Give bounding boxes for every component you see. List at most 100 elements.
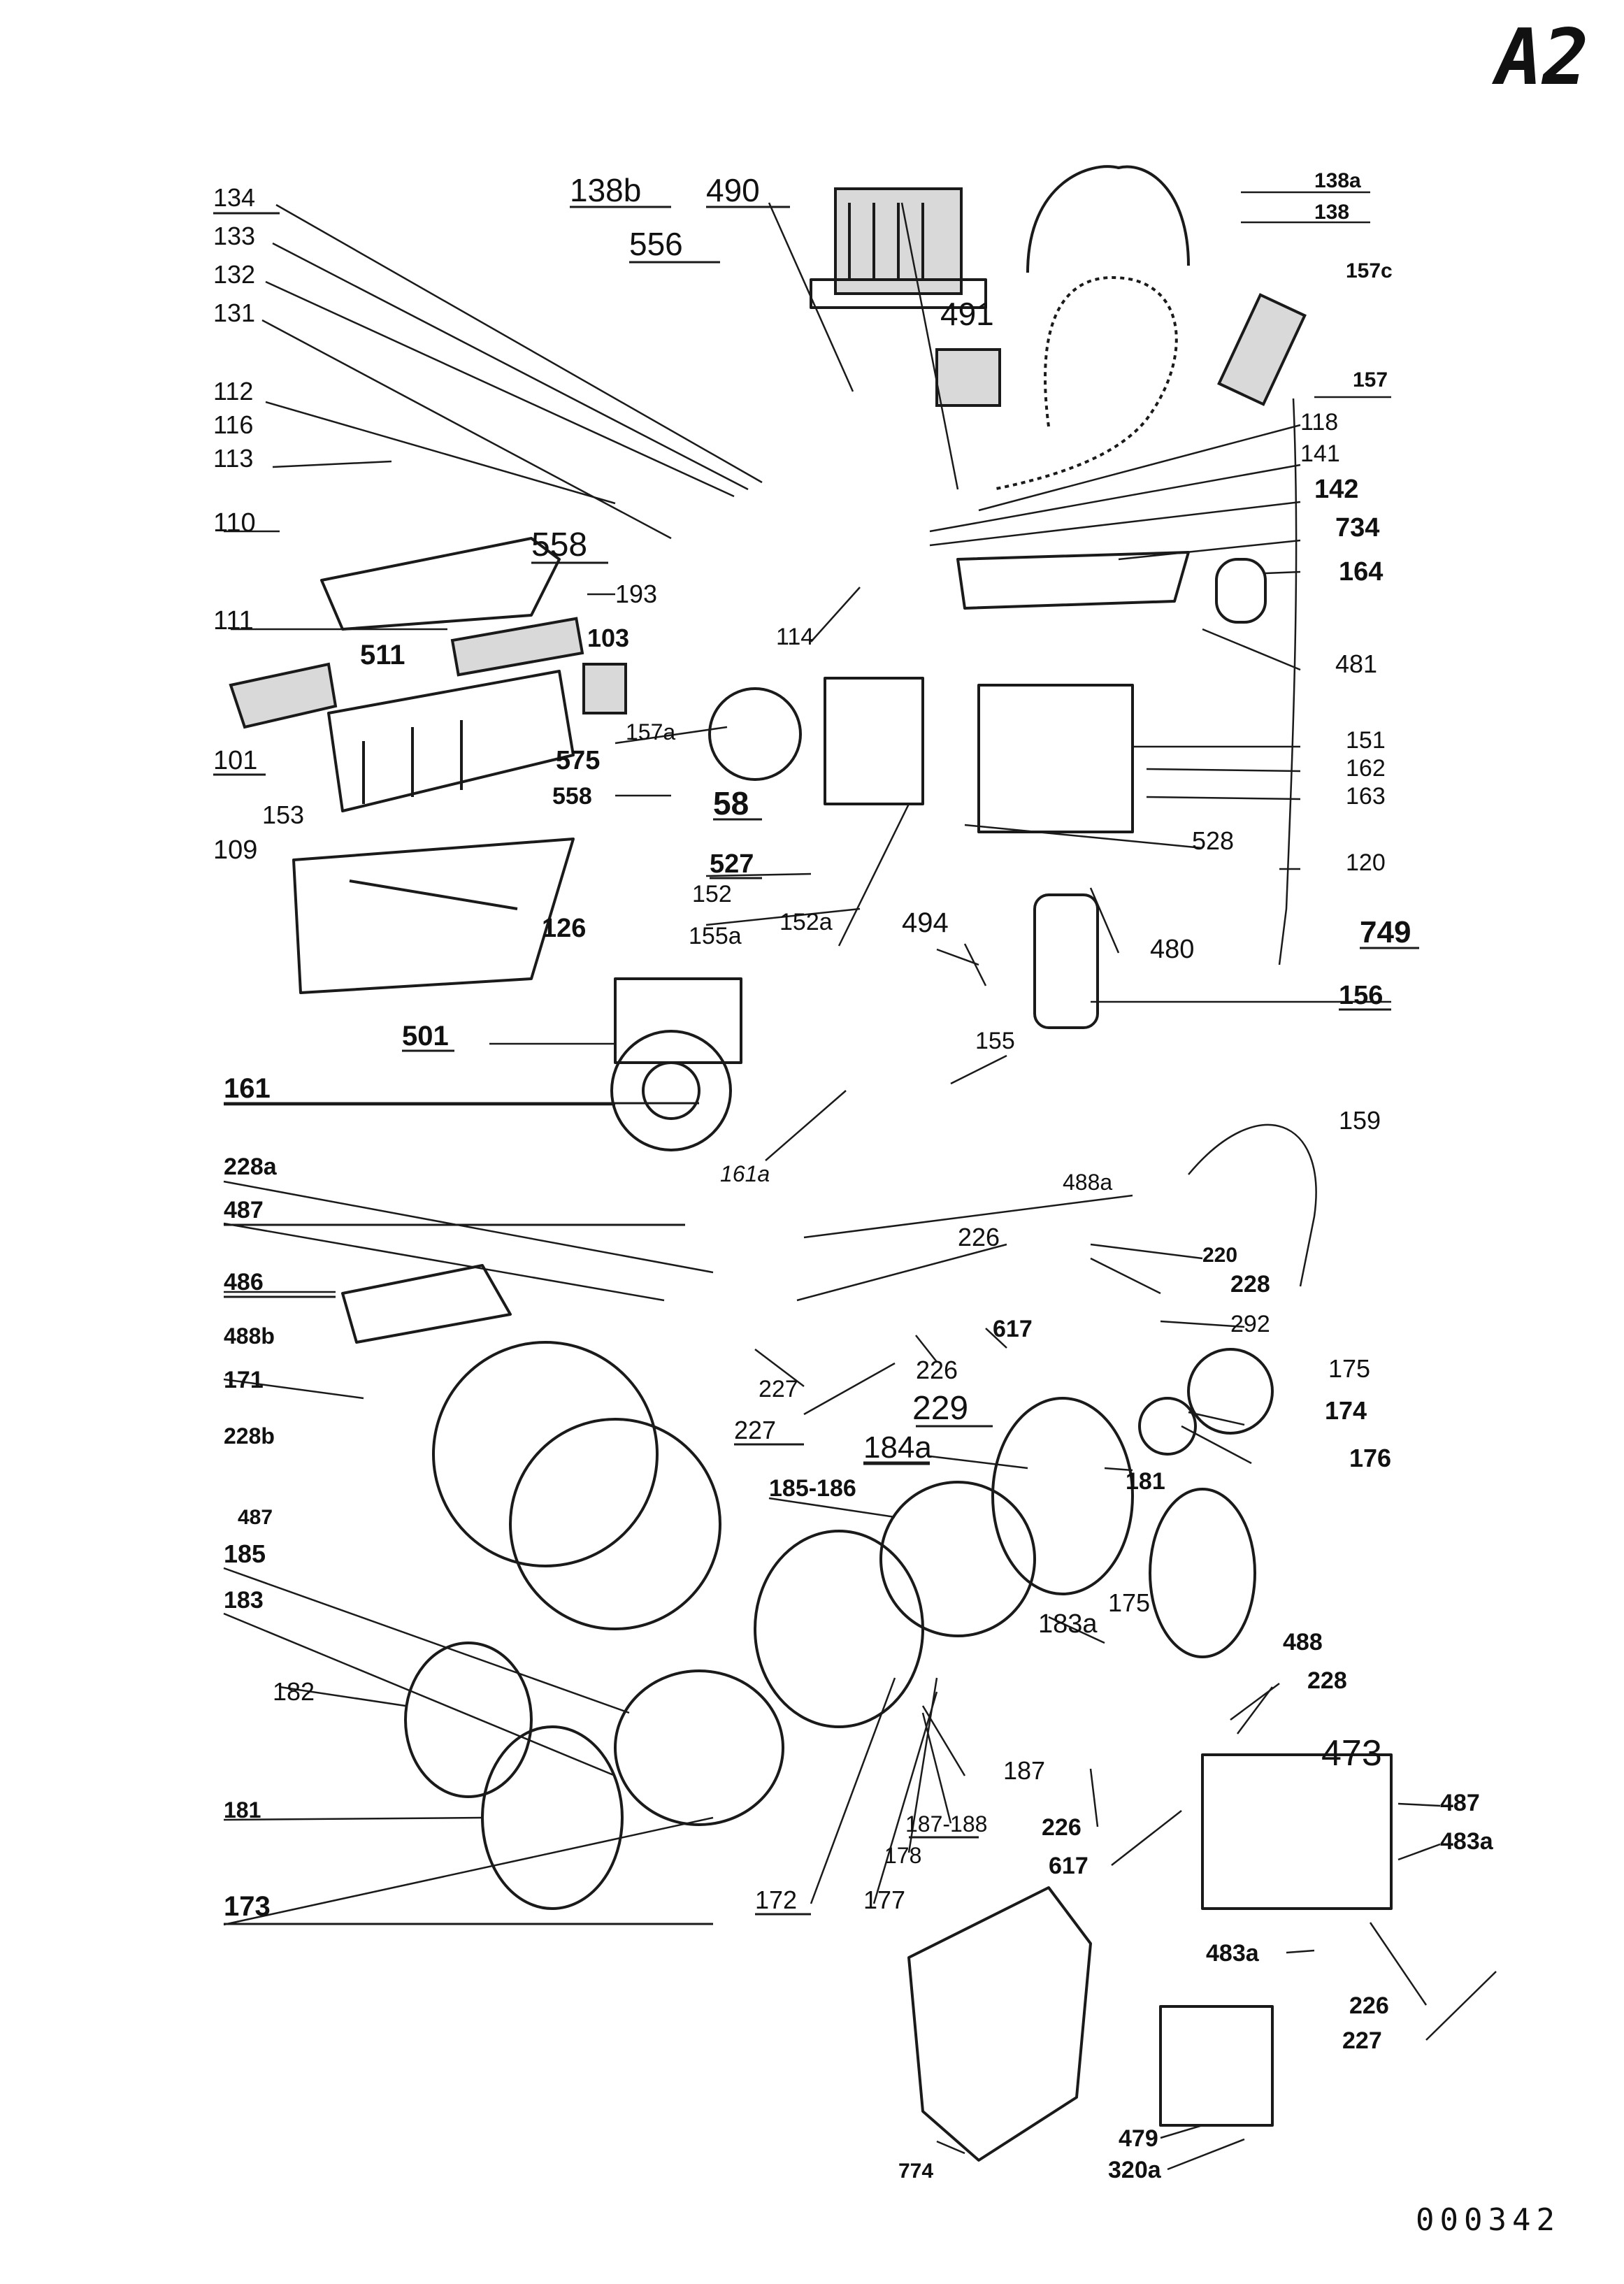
part-label: 132 — [213, 260, 255, 289]
part-label: 488a — [1063, 1170, 1112, 1195]
part-label: 120 — [1346, 849, 1386, 876]
part-label: 480 — [1150, 935, 1194, 964]
shield-171-drawing — [432, 1341, 659, 1567]
part-label: 481 — [1335, 649, 1377, 678]
part-label: 118 — [1300, 409, 1338, 436]
thermostat-157a-drawing — [708, 687, 802, 781]
part-label: 488 — [1283, 1629, 1323, 1655]
cover-774-drawing — [907, 1886, 1092, 2162]
part-label: 483a — [1206, 1940, 1260, 1967]
part-label: 109 — [213, 835, 257, 865]
part-label: 749 — [1360, 915, 1411, 949]
part-label: 185 — [224, 1539, 266, 1568]
part-label: 153 — [262, 800, 304, 829]
part-label: 185-186 — [769, 1475, 856, 1502]
part-label: 162 — [1346, 755, 1386, 782]
part-label: 575 — [556, 746, 600, 775]
part-drawings — [229, 165, 1393, 2162]
part-label: 155a — [689, 923, 742, 949]
part-labels: 134 133 132 131 138b 490 556 491 138a 13… — [213, 169, 1494, 2183]
part-label: 134 — [213, 183, 255, 212]
part-label: 111 — [213, 606, 254, 635]
part-label: 141 — [1300, 440, 1340, 467]
part-label: 488b — [224, 1323, 275, 1349]
part-label: 177 — [863, 1886, 905, 1914]
part-label: 171 — [224, 1367, 264, 1393]
cover-110-drawing — [320, 537, 561, 631]
part-label: 152a — [779, 909, 833, 935]
part-label: 226 — [916, 1356, 958, 1384]
part-label: 181 — [224, 1797, 261, 1823]
part-label: 228 — [1230, 1271, 1270, 1298]
part-label: 226 — [1349, 1992, 1389, 2019]
bracket-138a-drawing — [1026, 165, 1190, 273]
part-label: 528 — [1192, 826, 1234, 855]
leader-lines — [223, 191, 1497, 2171]
part-label: 161a — [720, 1161, 770, 1186]
drawer-101-drawing — [327, 670, 575, 812]
stator-172-drawing — [754, 1530, 924, 1728]
part-label: 176 — [1349, 1444, 1391, 1472]
part-label: 173 — [224, 1891, 271, 1922]
part-label: 112 — [213, 377, 253, 405]
rotor-drawing — [614, 1669, 784, 1826]
part-label: 175 — [1328, 1354, 1370, 1383]
part-label: 487 — [1440, 1790, 1480, 1816]
part-label: 556 — [629, 226, 683, 262]
motor-473-drawing — [1201, 1753, 1393, 1910]
relay-drawing — [935, 348, 1001, 407]
shield-182-drawing — [404, 1642, 533, 1798]
pulley-175-drawing — [1187, 1348, 1274, 1435]
part-label: 558 — [552, 783, 592, 810]
part-label: 113 — [213, 444, 253, 473]
part-label: 193 — [615, 580, 657, 608]
part-label: 558 — [531, 526, 587, 563]
part-label: 487 — [224, 1197, 264, 1223]
part-label: 227 — [1342, 2027, 1382, 2054]
part-label: 157 — [1353, 368, 1388, 392]
part-label: 774 — [898, 2160, 933, 2183]
part-label: 220 — [1202, 1244, 1237, 1267]
part-label: 164 — [1339, 557, 1383, 587]
part-label: 184a — [863, 1430, 932, 1465]
part-label: 178 — [884, 1843, 921, 1868]
stator-drawing — [509, 1418, 721, 1630]
part-label: 138a — [1314, 169, 1361, 192]
capacitor-164-drawing — [1215, 558, 1267, 624]
part-label: 228 — [1307, 1667, 1347, 1694]
part-label: 142 — [1314, 475, 1358, 504]
part-label: 734 — [1335, 513, 1379, 543]
pump-161-drawing — [610, 977, 742, 1151]
cable-159-drawing — [1188, 1123, 1317, 1287]
part-label: 157a — [626, 719, 675, 745]
part-label: 58 — [713, 785, 749, 821]
part-label: 473 — [1321, 1733, 1382, 1774]
timer-151-drawing — [977, 684, 1134, 833]
switch-152-drawing — [824, 677, 924, 805]
part-label: 175 — [1108, 1588, 1150, 1617]
part-label: 494 — [902, 907, 949, 938]
part-label: 152 — [692, 881, 732, 907]
part-label: 181 — [1126, 1468, 1165, 1495]
part-label: 527 — [710, 849, 754, 879]
part-label: 138b — [570, 172, 641, 208]
filter-575-drawing — [582, 663, 627, 714]
part-label: 161 — [224, 1073, 271, 1104]
capacitor-480-drawing — [1033, 893, 1099, 1029]
label-underlines — [213, 206, 1419, 1925]
bracket-486-drawing — [341, 1264, 512, 1344]
connector-157c-drawing — [1217, 293, 1307, 406]
part-label: 226 — [1042, 1814, 1082, 1841]
part-label: 227 — [759, 1376, 798, 1402]
part-label: 155 — [975, 1028, 1015, 1054]
part-label: 226 — [958, 1223, 1000, 1251]
part-label: 491 — [940, 296, 994, 332]
fan-185-drawing — [879, 1481, 1036, 1637]
pulley-175b-drawing — [1149, 1488, 1256, 1658]
part-label: 101 — [213, 746, 257, 775]
part-label: 227 — [734, 1416, 776, 1444]
part-label: 174 — [1325, 1396, 1367, 1425]
part-label: 182 — [273, 1677, 315, 1706]
part-label: 483a — [1440, 1828, 1494, 1855]
